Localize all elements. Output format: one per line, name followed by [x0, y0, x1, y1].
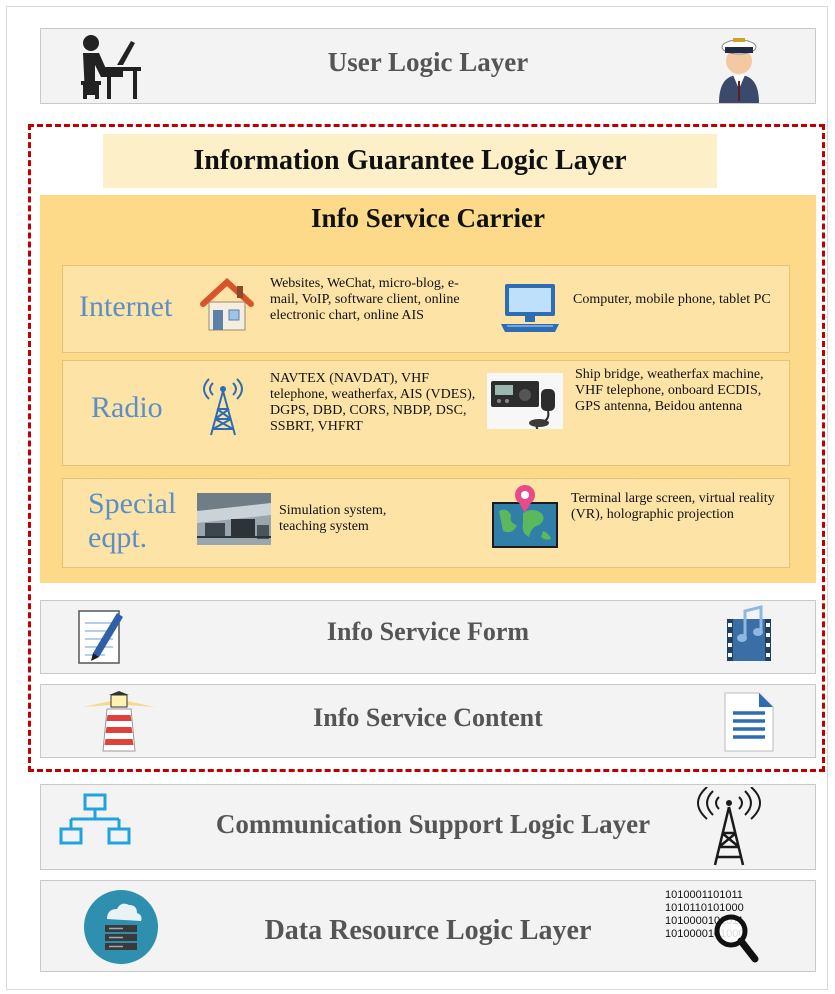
- computer-icon: [499, 282, 561, 341]
- internet-right-description: Computer, mobile phone, tablet PC: [573, 292, 771, 307]
- communication-support-title: Communication Support Logic Layer: [215, 809, 651, 839]
- media-film-icon: [723, 603, 775, 670]
- communication-support-logic-layer: Communication Support Logic Layer: [40, 784, 816, 870]
- carrier-row-internet: Internet Websites, WeChat, micro-blog, e…: [62, 265, 790, 353]
- carrier-row-radio: Radio NAVTEX (NAVDAT), VHF telephone, we…: [62, 360, 790, 466]
- magnifier-icon: [711, 911, 761, 972]
- internet-label: Internet: [79, 290, 173, 323]
- user-logic-layer-title: User Logic Layer: [327, 47, 529, 77]
- special-eqpt-right-description: Terminal large screen, virtual reality (…: [571, 491, 775, 522]
- house-icon: [199, 277, 255, 337]
- radio-left-description: NAVTEX (NAVDAT), VHF telephone, weatherf…: [270, 371, 476, 434]
- info-service-content-title: Info Service Content: [313, 703, 543, 732]
- lighthouse-icon: [83, 691, 155, 758]
- info-service-content-layer: Info Service Content: [40, 684, 816, 758]
- antenna-tower-icon: [697, 786, 761, 872]
- info-service-form-title: Info Service Form: [326, 617, 530, 646]
- special-eqpt-left-description: Simulation system, teaching system: [279, 503, 387, 534]
- information-guarantee-boundary: [28, 124, 825, 772]
- map-pin-icon: [489, 483, 561, 556]
- binary-line: 1010001101011: [665, 889, 743, 901]
- binary-line: 1010110101000: [665, 902, 744, 914]
- text-document-icon: [719, 691, 777, 758]
- user-logic-layer: User Logic Layer: [40, 28, 816, 104]
- carrier-row-special-eqpt: Special eqpt. Simulation system, teachin…: [62, 478, 790, 568]
- data-resource-title: Data Resource Logic Layer: [264, 915, 592, 946]
- network-hierarchy-icon: [59, 793, 131, 854]
- officer-avatar-icon: [711, 29, 767, 108]
- radio-right-description: Ship bridge, weatherfax machine, VHF tel…: [575, 367, 764, 414]
- internet-left-description: Websites, WeChat, micro-blog, e-mail, Vo…: [270, 276, 460, 323]
- special-eqpt-label-line2: eqpt.: [88, 521, 148, 554]
- radio-device-icon: [487, 373, 563, 434]
- radio-label: Radio: [91, 391, 163, 424]
- info-service-carrier-title: Info Service Carrier: [311, 203, 545, 233]
- information-guarantee-layer-title: Information Guarantee Logic Layer: [103, 134, 717, 188]
- document-pen-icon: [75, 607, 127, 672]
- special-eqpt-label-line1: Special: [88, 487, 177, 520]
- data-resource-logic-layer: Data Resource Logic Layer 1010001101011 …: [40, 880, 816, 972]
- simulator-image-icon: [197, 493, 271, 550]
- radio-tower-icon: [203, 373, 243, 442]
- person-at-desk-icon: [77, 33, 143, 106]
- cloud-server-icon: [83, 889, 159, 970]
- info-service-form-layer: Info Service Form: [40, 600, 816, 674]
- info-service-carrier: Info Service Carrier Internet Websites, …: [40, 195, 816, 583]
